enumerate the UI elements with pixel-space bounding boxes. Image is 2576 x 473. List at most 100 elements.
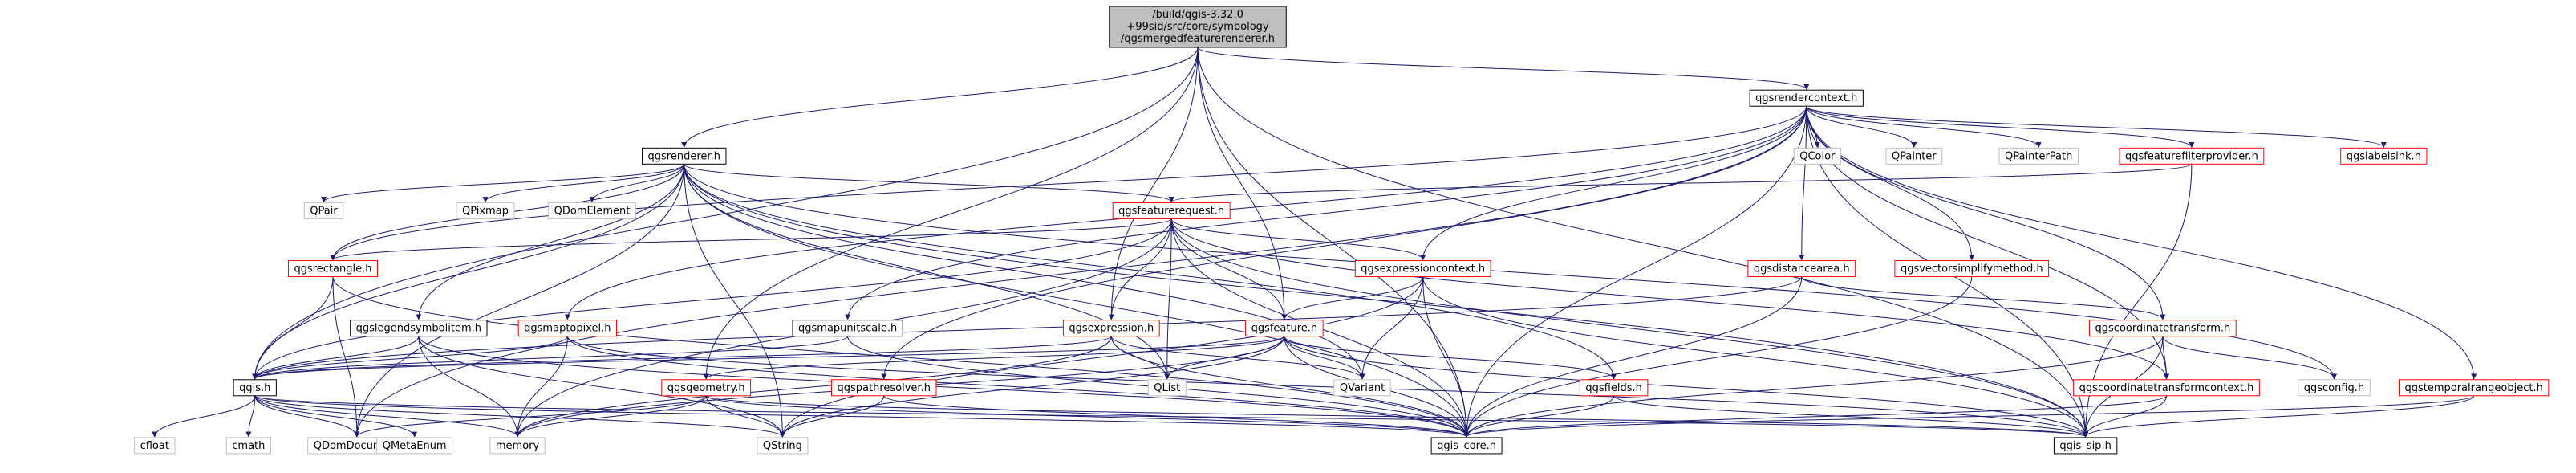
node-box[interactable]: [1062, 320, 1160, 337]
node-qgsrenderer[interactable]: qgsrenderer.h: [642, 147, 727, 165]
edge-qgsdistancearea-to-qgis-core: [1463, 276, 1803, 438]
node-label: qgsmaptopixel.h: [524, 323, 611, 335]
node-box[interactable]: [661, 379, 752, 397]
node-label: qgsfeature.h: [1251, 323, 1318, 335]
node-label: qgsdistancearea.h: [1754, 263, 1850, 275]
node-qgsgeometry[interactable]: qgsgeometry.h: [661, 379, 752, 397]
node-QDomElement: QDomElement: [548, 202, 636, 219]
edge-root-to-qgis-sip: [1197, 47, 2089, 438]
node-box: [1885, 147, 1943, 165]
edge-qgsrenderer-to-qgsconfig: [684, 164, 2337, 380]
node-label: qgsmapunitscale.h: [798, 323, 897, 335]
edge-qgsrendercontext-to-qgsrectangle: [330, 106, 1807, 261]
node-qgsrectangle[interactable]: qgsrectangle.h: [287, 260, 379, 278]
node-QPainter: QPainter: [1885, 147, 1943, 165]
edge-qgsrenderer-to-QDomElement: [589, 164, 685, 203]
edge-qgsfields-to-qgis-sip: [1613, 395, 2088, 438]
edge-qgsexpressioncontext-to-qgsfeature: [1281, 276, 1424, 320]
node-qgsexpressioncontext[interactable]: qgsexpressioncontext.h: [1354, 260, 1491, 278]
edge-qgsrendercontext-to-QPainter: [1806, 106, 1917, 149]
node-qgsfields[interactable]: qgsfields.h: [1579, 379, 1649, 397]
edge-qgsexpression-to-qgis: [252, 336, 1112, 380]
node-box[interactable]: [233, 379, 277, 397]
edge-qgsfeaturerequest-to-qgscoordinatetransformcontext: [1170, 218, 2169, 380]
edge-qgsfeature-to-qgis: [252, 336, 1285, 380]
node-box[interactable]: [1354, 260, 1491, 278]
node-qgsfeature[interactable]: qgsfeature.h: [1245, 320, 1324, 337]
edge-qgslegendsymbolitem-to-memory: [418, 336, 521, 438]
node-qgsfeaturefilterprovider[interactable]: qgsfeaturefilterprovider.h: [2119, 147, 2265, 165]
node-box[interactable]: [1749, 89, 1864, 107]
node-qgscoordinatetransform[interactable]: qgscoordinatetransform.h: [2089, 320, 2237, 337]
edge-qgscoordinatetransform-to-qgsconfig: [2162, 336, 2337, 380]
node-box: [376, 437, 453, 455]
edge-qgsrenderer-to-QDomDocument: [354, 164, 685, 438]
node-label: qgscoordinatetransformcontext.h: [2079, 382, 2254, 394]
edge-qgsrenderer-to-QString: [684, 164, 785, 438]
node-box[interactable]: [1112, 202, 1231, 219]
node-label: /qgsmergedfeaturerenderer.h: [1121, 33, 1275, 45]
node-qgis[interactable]: qgis.h: [233, 379, 277, 397]
node-box[interactable]: [831, 379, 937, 397]
edge-qgscoordinatetransformcontext-to-qgis-sip: [2083, 395, 2168, 438]
node-qgsrendercontext[interactable]: qgsrendercontext.h: [1749, 89, 1864, 107]
node-qgsfeaturerequest[interactable]: qgsfeaturerequest.h: [1112, 202, 1231, 219]
edge-qgis-to-cfloat: [152, 395, 256, 438]
edge-qgsfeature-to-QString: [779, 336, 1285, 438]
node-box[interactable]: [2089, 320, 2237, 337]
node-box[interactable]: [2119, 147, 2265, 165]
node-box[interactable]: [2053, 437, 2118, 455]
node-qgsdistancearea[interactable]: qgsdistancearea.h: [1747, 260, 1856, 278]
node-box[interactable]: [1579, 379, 1649, 397]
edge-qgsrendercontext-to-QDomDocument: [354, 106, 1807, 438]
node-box[interactable]: [350, 320, 488, 337]
node-label: qgis_core.h: [1437, 440, 1496, 452]
node-qgspathresolver[interactable]: qgspathresolver.h: [831, 379, 937, 397]
node-QPair: QPair: [303, 202, 344, 219]
node-label: qgsvectorsimplifymethod.h: [1901, 263, 2043, 275]
node-qgsvectorsimplifymethod[interactable]: qgsvectorsimplifymethod.h: [1894, 260, 2050, 278]
node-qgis-sip[interactable]: qgis_sip.h: [2053, 437, 2118, 455]
edge-qgsexpressioncontext-to-qgis-sip: [1422, 276, 2089, 438]
edge-qgsrendercontext-to-qgsexpressioncontext: [1420, 106, 1807, 261]
node-box[interactable]: [1747, 260, 1856, 278]
edge-qgsrectangle-to-qgis-core: [332, 276, 1470, 438]
edge-qgsgeometry-to-QDomDocument: [354, 395, 707, 438]
node-qgsexpression[interactable]: qgsexpression.h: [1062, 320, 1160, 337]
node-label: memory: [496, 440, 540, 452]
node-QMetaEnum: QMetaEnum: [376, 437, 453, 455]
edge-qgsfields-to-qgis-core: [1463, 395, 1615, 438]
node-box[interactable]: [1245, 320, 1324, 337]
node-box[interactable]: [1894, 260, 2050, 278]
edge-qgsfeaturerequest-to-qgsexpression: [1108, 218, 1172, 320]
node-label: qgslegendsymbolitem.h: [356, 323, 481, 335]
node-qgslabelsink[interactable]: qgslabelsink.h: [2340, 147, 2428, 165]
node-box[interactable]: [642, 147, 727, 165]
edge-qgsrendercontext-to-qgsvectorsimplifymethod: [1806, 106, 1975, 261]
node-box[interactable]: [517, 320, 618, 337]
edge-qgsfeaturerequest-to-qgsexpressioncontext: [1170, 218, 1426, 261]
node-label: qgspathresolver.h: [838, 382, 931, 394]
edge-qgsfeaturerequest-to-QList: [1164, 218, 1172, 380]
node-qgscoordinatetransformcontext[interactable]: qgscoordinatetransformcontext.h: [2073, 379, 2260, 397]
node-box[interactable]: [2073, 379, 2260, 397]
node-qgsmaptopixel[interactable]: qgsmaptopixel.h: [517, 320, 618, 337]
dependency-nodes: /build/qgis-3.32.0+99sid/src/core/symbol…: [134, 6, 2550, 455]
node-box[interactable]: [287, 260, 379, 278]
node-box[interactable]: [2340, 147, 2428, 165]
node-qgslegendsymbolitem[interactable]: qgslegendsymbolitem.h: [350, 320, 488, 337]
node-box: [134, 437, 176, 455]
node-label: QPainterPath: [2005, 150, 2072, 162]
node-box: [1333, 379, 1391, 397]
edge-qgsexpressioncontext-to-QString: [779, 276, 1424, 438]
node-box[interactable]: [1430, 437, 1503, 455]
node-qgis-core[interactable]: qgis_core.h: [1430, 437, 1503, 455]
node-box: [1998, 147, 2079, 165]
node-box: [303, 202, 344, 219]
node-qgsmapunitscale[interactable]: qgsmapunitscale.h: [792, 320, 903, 337]
node-box[interactable]: [2398, 379, 2550, 397]
node-qgstemporalrangeobject[interactable]: qgstemporalrangeobject.h: [2398, 379, 2550, 397]
node-label: QPainter: [1892, 150, 1937, 162]
node-box[interactable]: [792, 320, 903, 337]
node-box: [757, 437, 809, 455]
